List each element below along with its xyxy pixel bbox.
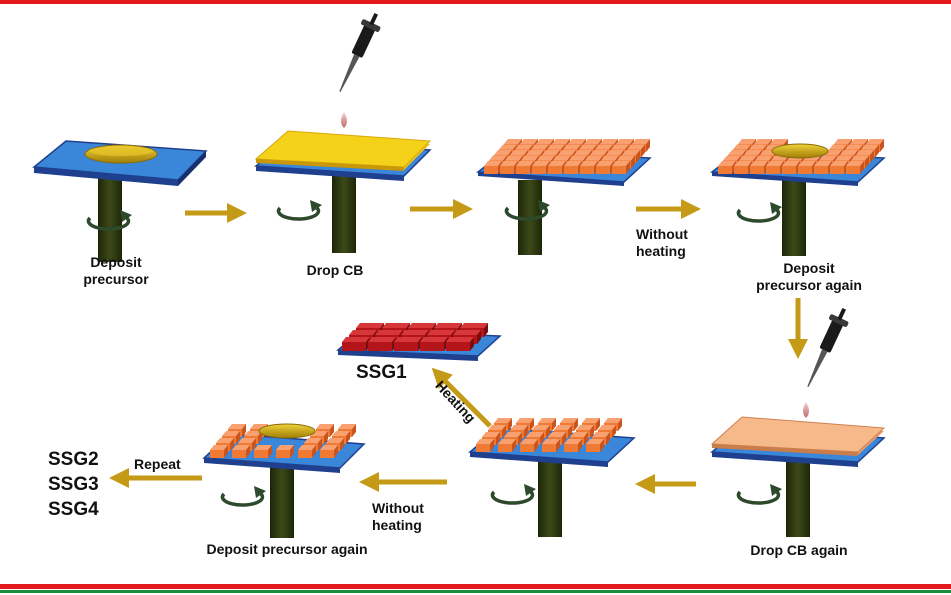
crystal-tile [368,337,396,351]
crystal-tile [846,161,864,174]
step2-label: Drop CB [306,262,364,278]
rotation-arrow-icon [490,482,538,505]
ssg1-label: SSG1 [356,362,407,383]
top-frame-bar [0,0,951,4]
ssg3-label: SSG3 [48,474,99,495]
repeat-label: Repeat [134,456,181,472]
bottom-frame-bar-red [0,584,951,589]
step2-spin-coater [254,12,432,253]
crystal-tile [580,161,598,174]
crystal-tile [500,161,518,174]
crystal-tile [564,439,582,452]
droplet-icon [341,112,347,128]
crystal-tile [734,161,752,174]
step5-label: Drop CB again [750,542,848,558]
step6-spin-coater [468,418,636,537]
bottom-frame-bar-green [0,590,951,593]
step7-spin-coater [202,423,366,538]
heating-label: Heating [432,377,479,425]
rotation-arrow-icon [736,200,784,223]
crystal-tile [298,445,316,458]
crystal-tile [766,161,784,174]
crystal-tile [830,161,848,174]
pipette-icon [805,307,850,389]
crystal-tile [750,161,768,174]
step5-spin-coater [710,307,886,537]
step3-spin-coater [476,139,652,255]
crystal-tile [420,337,448,351]
crystal-tile [254,445,272,458]
step1-label: Deposit precursor [83,254,148,288]
arrow3-label-line2: heating [636,243,686,259]
arrow-heating [431,367,492,428]
arrow6-label-line1: Without [372,500,424,516]
crystal-tile [498,439,516,452]
crystal-tile [564,161,582,174]
crystal-tile [612,161,630,174]
crystal-tile [232,445,250,458]
step7-label: Deposit precursor again [206,541,368,557]
ssg1-film [336,323,502,361]
crystal-tile [520,439,538,452]
step1-label-line2: precursor [83,271,149,287]
crystal-tile [476,439,494,452]
crystal-tile [516,161,534,174]
rotation-arrow-icon [276,198,324,221]
crystal-tile [394,337,422,351]
crystal-tile [276,445,294,458]
crystal-tile [548,161,566,174]
step4-label-line2: precursor again [756,277,862,293]
arrow6-label-line2: heating [372,517,422,533]
step1-label-line1: Deposit [90,254,142,270]
step4-label-line1: Deposit [783,260,835,276]
arrow3-label: Without heating [636,226,688,260]
crystal-tile [814,161,832,174]
crystal-tile [596,161,614,174]
crystal-tile [782,161,800,174]
step4-spin-coater [710,139,886,256]
crystal-tile [586,439,604,452]
crystal-tile [210,445,228,458]
droplet-icon [803,402,809,418]
rotation-arrow-icon [220,484,268,507]
crystal-tile [446,337,474,351]
crystal-tile [718,161,736,174]
step1-spin-coater [32,140,208,262]
crystal-tile [542,439,560,452]
ssg-more-list: SSG2 SSG3 SSG4 [48,447,99,522]
process-arrows [109,199,808,494]
step4-label: Deposit precursor again [756,260,862,294]
rotation-arrow-icon [736,482,784,505]
crystal-tile [320,445,338,458]
ssg4-label: SSG4 [48,499,99,520]
pipette-icon [337,12,382,94]
crystal-tile [342,337,370,351]
crystal-tile [484,161,502,174]
crystal-tile [798,161,816,174]
arrow6-label: Without heating [372,500,424,534]
ssg2-label: SSG2 [48,449,99,470]
arrow3-label-line1: Without [636,226,688,242]
crystal-tile [532,161,550,174]
